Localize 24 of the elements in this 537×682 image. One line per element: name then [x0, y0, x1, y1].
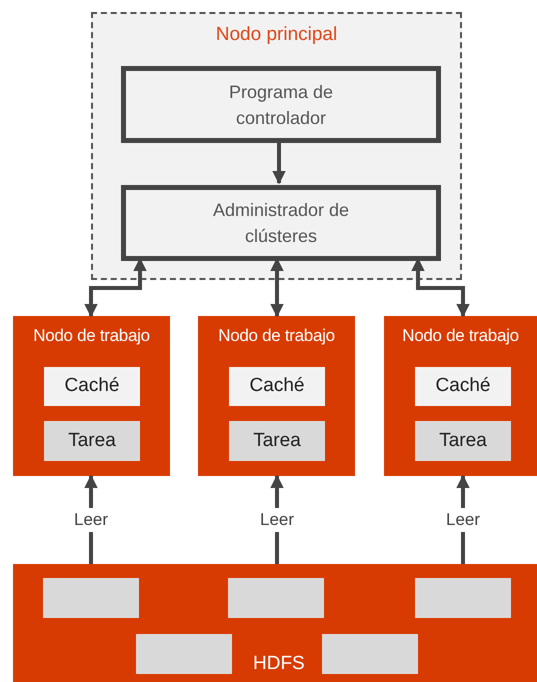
task-box: Tarea	[44, 421, 140, 461]
block-box	[43, 578, 139, 618]
block-box	[228, 578, 324, 618]
storage-box	[13, 564, 537, 682]
node-title: Nodo de trabajo	[401, 325, 520, 347]
node-title: Nodo principal	[214, 23, 338, 47]
process-box: Administrador de clústeres	[121, 185, 441, 261]
task-box: Tarea	[229, 421, 325, 461]
block-box	[322, 634, 418, 674]
node-title: Nodo de trabajo	[32, 325, 151, 347]
worker-node-box	[198, 316, 355, 476]
node-title: Nodo de trabajo	[217, 325, 336, 347]
block-box	[136, 634, 232, 674]
task-box: Tarea	[415, 421, 511, 461]
dashed-group-box	[91, 12, 462, 280]
cache-box: Caché	[415, 367, 511, 406]
arrow	[272, 141, 286, 184]
cache-box: Caché	[44, 367, 140, 406]
cache-box: Caché	[229, 367, 325, 406]
worker-node-box	[384, 316, 537, 476]
block-box	[415, 578, 511, 618]
process-box: Programa de controlador	[121, 66, 441, 143]
node-title: HDFS	[253, 652, 305, 676]
worker-node-box	[13, 316, 170, 476]
